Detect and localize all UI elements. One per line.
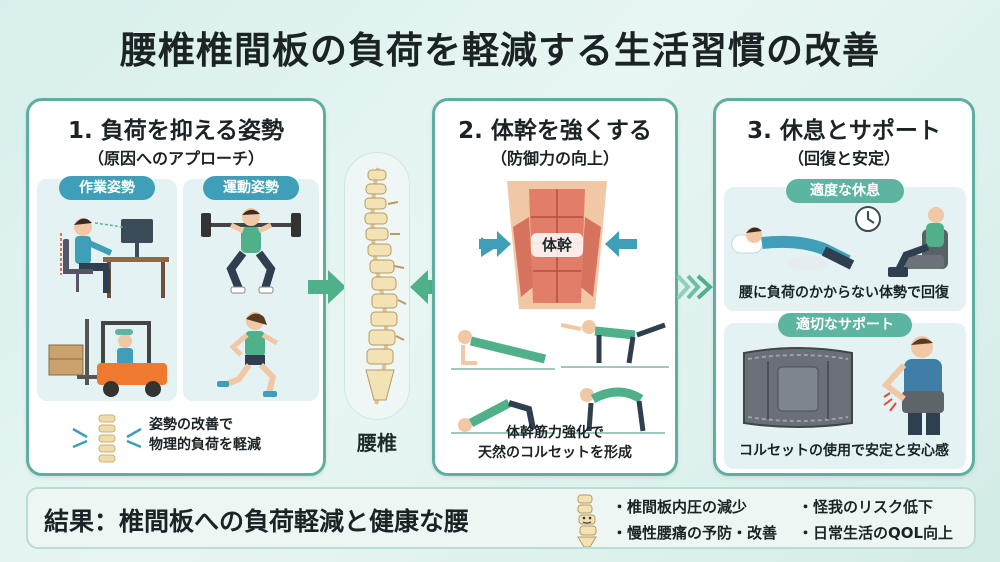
lumbar-corset-illustration	[743, 347, 853, 428]
lumbar-spine-illustration	[364, 167, 406, 405]
result-bullet-3: ・慢性腰痛の予防・改善	[612, 524, 778, 542]
chevron-arrow-icon	[676, 274, 713, 300]
page-title: 腰椎椎間板の負荷を軽減する生活習慣の改善	[120, 29, 880, 72]
posture-panel: 1. 負荷を抑える姿勢 （原因へのアプローチ） 作業姿勢 運動姿勢	[26, 98, 326, 476]
work-posture-tag: 作業姿勢	[59, 176, 155, 200]
result-bullet-4: ・日常生活のQOL向上	[798, 524, 954, 542]
spine-label: 腰椎	[357, 431, 397, 455]
happy-spine-icon	[577, 494, 597, 547]
press-arrow-right-icon	[605, 231, 637, 257]
posture-panel-title: 1. 負荷を抑える姿勢	[67, 118, 285, 144]
rest-tag: 適度な休息	[786, 179, 904, 203]
small-spine-icon	[72, 414, 142, 463]
squat-lifter-illustration	[201, 208, 301, 294]
plank-illustration	[451, 330, 555, 370]
bridge-illustration	[451, 399, 555, 434]
core-caption-line2: 天然のコルセットを形成	[478, 445, 632, 461]
result-bullet-2: ・怪我のリスク低下	[798, 498, 934, 516]
core-caption-line1: 体幹筋力強化で	[506, 425, 604, 441]
cat-cow-illustration	[569, 387, 665, 434]
desk-worker-illustration	[60, 218, 169, 298]
resting-person-illustration	[731, 206, 948, 277]
rest-caption: 腰に負荷のかからない体勢で回復	[739, 285, 949, 301]
runner-illustration	[217, 312, 279, 397]
result-bar: 結果：椎間板への負荷軽減と健康な腰 ・椎間板内圧の減少 ・怪我のリスク低下 ・慢…	[26, 487, 976, 549]
bird-dog-illustration	[560, 320, 669, 368]
press-arrow-left-icon	[479, 231, 511, 257]
support-tag: 適切なサポート	[778, 313, 912, 337]
rest-panel-subtitle: （回復と安定）	[787, 149, 900, 168]
core-caption: 体幹筋力強化で 天然のコルセットを形成	[435, 423, 675, 463]
core-panel-title: 2. 体幹を強くする	[458, 118, 652, 144]
posture-caption: 姿勢の改善で 物理的負荷を軽減	[149, 415, 299, 455]
result-bullet-1: ・椎間板内圧の減少	[612, 498, 748, 516]
core-panel-subtitle: （防御力の向上）	[490, 149, 619, 168]
support-caption: コルセットの使用で安定と安心感	[739, 443, 949, 459]
posture-caption-line2: 物理的負荷を軽減	[149, 437, 261, 453]
rest-panel-title: 3. 休息とサポート	[747, 118, 941, 144]
arrow-right-icon	[308, 270, 346, 304]
result-title: 結果：椎間板への負荷軽減と健康な腰	[44, 507, 470, 536]
core-label: 体幹	[531, 233, 583, 257]
exercise-posture-tag: 運動姿勢	[203, 176, 299, 200]
forklift-illustration	[48, 319, 167, 397]
person-wearing-corset-illustration	[881, 336, 944, 435]
core-panel: 2. 体幹を強くする （防御力の向上） 体幹	[432, 98, 678, 476]
arrow-left-icon	[410, 270, 448, 304]
rest-support-panel: 3. 休息とサポート （回復と安定） 適度な休息 腰に負荷のかからない体勢で回復…	[713, 98, 975, 476]
posture-panel-subtitle: （原因へのアプローチ）	[87, 149, 264, 168]
posture-caption-line1: 姿勢の改善で	[149, 417, 233, 433]
